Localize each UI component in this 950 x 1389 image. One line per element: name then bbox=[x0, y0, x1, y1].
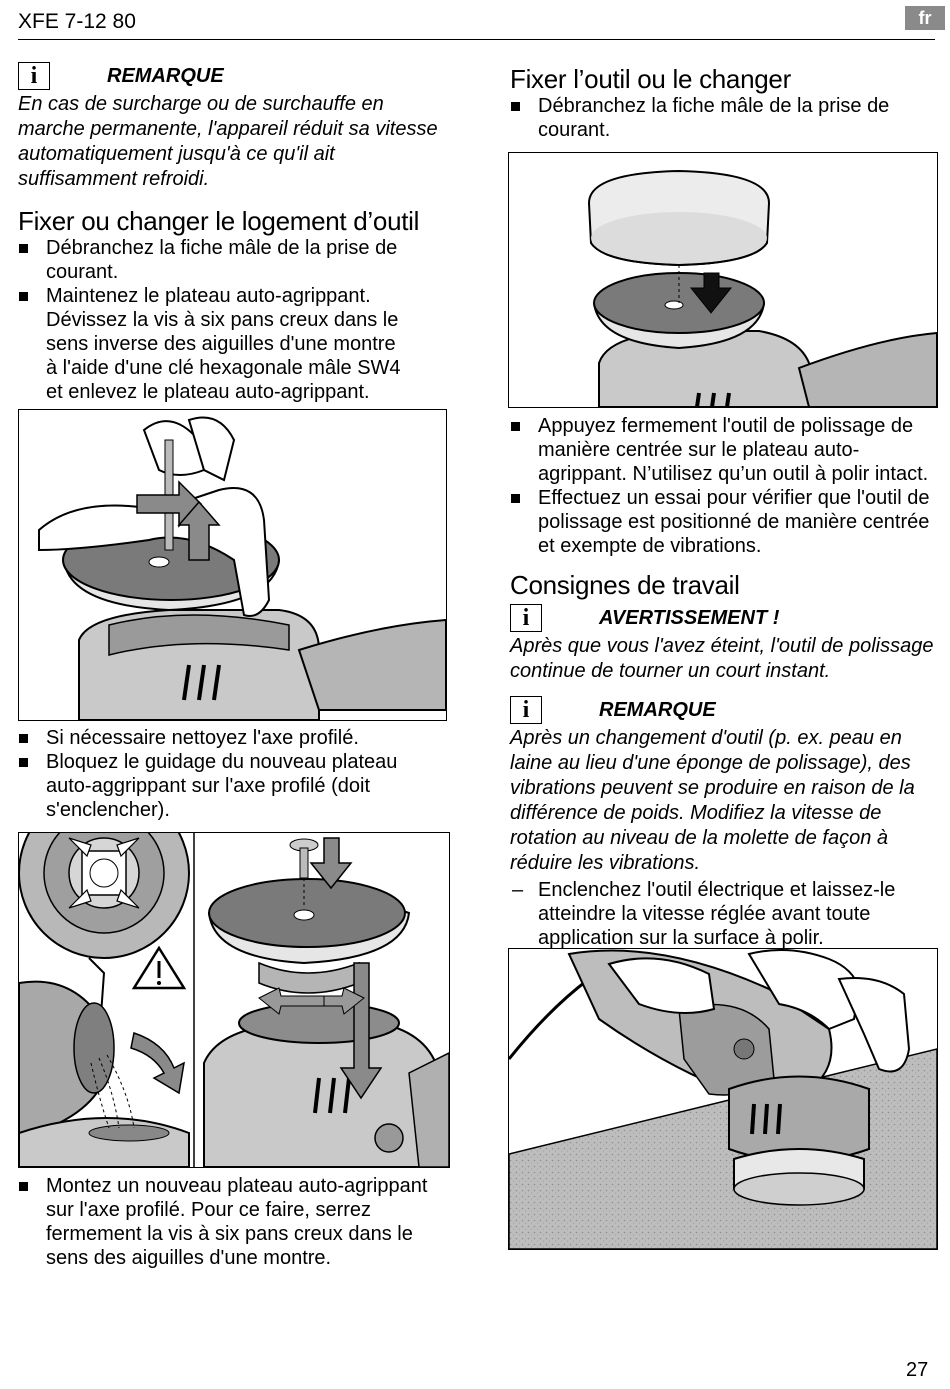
list-item: Débranchez la fiche mâle de la prise de … bbox=[510, 94, 902, 142]
figure-mount-new-pad bbox=[18, 832, 450, 1168]
list-item: Bloquez le guidage du nouveau plateau au… bbox=[18, 750, 438, 822]
left-column-block2: Si nécessaire nettoyez l'axe profilé. Bl… bbox=[18, 726, 448, 822]
right-column-block2: Appuyez fermement l'outil de polissage d… bbox=[510, 414, 940, 950]
note-label: REMARQUE bbox=[107, 64, 224, 87]
note-header: i REMARQUE bbox=[18, 60, 448, 92]
list-item: Montez un nouveau plateau auto-agrippant… bbox=[18, 1174, 438, 1270]
figure-attach-polishing-sponge bbox=[508, 152, 938, 408]
list-item: Appuyez fermement l'outil de polissage d… bbox=[510, 414, 940, 486]
dash-steps: Enclenchez l'outil électrique et laissez… bbox=[510, 878, 935, 950]
section-title-fit-tool: Fixer l’outil ou le changer bbox=[510, 64, 791, 94]
warning-header: i AVERTISSEMENT ! bbox=[510, 602, 940, 634]
figure-polishing-surface bbox=[508, 948, 938, 1250]
warning-text: Après que vous l'avez éteint, l'outil de… bbox=[510, 635, 934, 682]
left-column: i REMARQUE En cas de surcharge ou de sur… bbox=[18, 60, 448, 404]
note-text: En cas de surcharge ou de surchauffe en … bbox=[18, 93, 438, 190]
right-column: Fixer l’outil ou le changer Débranchez l… bbox=[510, 60, 940, 142]
list-item: Effectuez un essai pour vérifier que l'o… bbox=[510, 486, 940, 558]
spindle-steps: Si nécessaire nettoyez l'axe profilé. Bl… bbox=[18, 726, 438, 822]
info-icon: i bbox=[510, 604, 542, 632]
info-icon: i bbox=[510, 696, 542, 724]
warning-label: AVERTISSEMENT ! bbox=[599, 606, 780, 629]
info-icon: i bbox=[18, 62, 50, 90]
left-column-block3: Montez un nouveau plateau auto-agrippant… bbox=[18, 1174, 448, 1270]
header-divider bbox=[18, 39, 935, 40]
section-title-working-instructions: Consignes de travail bbox=[510, 570, 740, 600]
mount-pad-steps: Montez un nouveau plateau auto-agrippant… bbox=[18, 1174, 438, 1270]
note2-header: i REMARQUE bbox=[510, 694, 940, 726]
list-item: Enclenchez l'outil électrique et laissez… bbox=[510, 878, 935, 950]
fit-tool-steps: Débranchez la fiche mâle de la prise de … bbox=[510, 94, 902, 142]
list-item: Maintenez le plateau auto-agrippant. Dév… bbox=[18, 284, 410, 404]
note2-label: REMARQUE bbox=[599, 698, 716, 721]
language-badge: fr bbox=[905, 6, 945, 30]
page-number: 27 bbox=[906, 1359, 929, 1381]
list-item: Débranchez la fiche mâle de la prise de … bbox=[18, 236, 410, 284]
document-title: XFE 7-12 80 bbox=[18, 10, 136, 33]
section-title-tool-holder: Fixer ou changer le logement d’outil bbox=[18, 206, 420, 236]
list-item: Si nécessaire nettoyez l'axe profilé. bbox=[18, 726, 438, 750]
figure-unscrew-backing-pad bbox=[18, 409, 447, 721]
polishing-tool-steps: Appuyez fermement l'outil de polissage d… bbox=[510, 414, 940, 558]
tool-holder-steps: Débranchez la fiche mâle de la prise de … bbox=[18, 236, 410, 404]
note2-text: Après un changement d'outil (p. ex. peau… bbox=[510, 727, 915, 874]
